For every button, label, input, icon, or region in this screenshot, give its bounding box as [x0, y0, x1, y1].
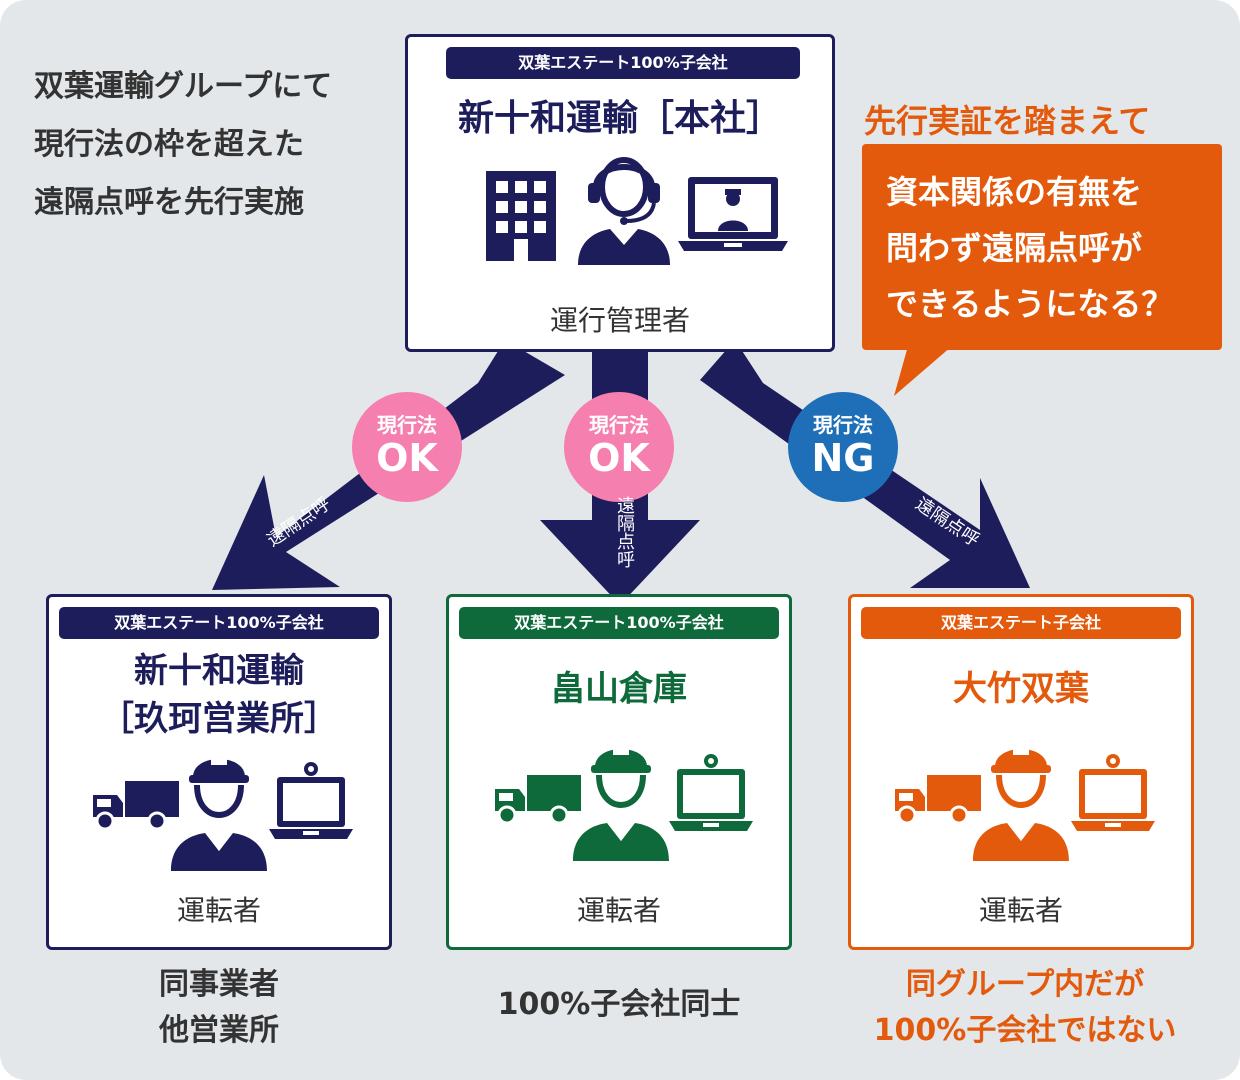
driver-icon: [171, 759, 267, 871]
hq-box: 双葉エステート100%子会社 新十和運輸［本社］: [405, 34, 835, 352]
hq-name: 新十和運輸［本社］: [457, 98, 782, 139]
branch-kuga-tag: 双葉エステート100%子会社: [59, 607, 379, 639]
hq-tag: 双葉エステート100%子会社: [446, 47, 800, 79]
driver-icon: [973, 749, 1069, 861]
arrow-center-label: 遠隔点呼: [614, 496, 635, 568]
branch-hatakeyama-name: 畠山倉庫: [551, 669, 687, 709]
intro-line-1: 双葉運輸グループにて: [34, 69, 333, 104]
caption-otake-line2: 100%子会社ではない: [873, 1013, 1177, 1048]
callout-line-3: できるようになる？: [886, 285, 1174, 323]
badge-center-ok: 現行法 OK: [564, 392, 674, 502]
intro-text: 双葉運輸グループにて 現行法の枠を超えた 遠隔点呼を先行実施: [34, 58, 332, 232]
caption-otake: 同グループ内だが 100%子会社ではない: [830, 962, 1220, 1054]
badge-right-label: 現行法: [813, 413, 873, 437]
callout-tail: [894, 346, 952, 396]
branch-box-kuga: 双葉エステート100%子会社 新十和運輸 ［玖珂営業所］: [46, 594, 392, 950]
intro-line-3: 遠隔点呼を先行実施: [34, 185, 304, 220]
badge-right-status: NG: [811, 436, 875, 480]
callout-heading: 先行実証を踏まえて: [864, 102, 1151, 140]
callout-line-2: 問わず遠隔点呼が: [886, 229, 1143, 267]
badge-left-ok: 現行法 OK: [352, 392, 462, 502]
truck-icon: [495, 775, 581, 825]
branch-otake-name: 大竹双葉: [953, 669, 1089, 709]
laptop-video-call-icon: [678, 177, 788, 251]
branch-box-hatakeyama: 双葉エステート100%子会社 畠山倉庫 運転者: [446, 594, 792, 950]
truck-icon: [93, 781, 179, 831]
branch-otake-role: 運転者: [978, 894, 1063, 927]
callout-line-1: 資本関係の有無を: [886, 173, 1143, 211]
driver-icon: [573, 749, 669, 861]
caption-hatakeyama: 100%子会社同士: [497, 987, 741, 1022]
branch-otake-tag: 双葉エステート子会社: [861, 607, 1181, 639]
badge-right-ng: 現行法 NG: [788, 392, 898, 502]
laptop-webcam-icon: [269, 762, 353, 839]
callout-bubble: 資本関係の有無を 問わず遠隔点呼が できるようになる？: [862, 144, 1222, 350]
caption-kuga-line2: 他営業所: [159, 1013, 279, 1048]
badge-left-status: OK: [376, 436, 438, 480]
hq-role: 運行管理者: [549, 304, 690, 337]
branch-hatakeyama-tag: 双葉エステート100%子会社: [459, 607, 779, 639]
branch-hatakeyama-role: 運転者: [576, 894, 661, 927]
caption-otake-line1: 同グループ内だが: [905, 967, 1145, 1002]
laptop-webcam-icon: [1071, 754, 1155, 831]
laptop-webcam-icon: [669, 754, 753, 831]
branch-kuga-name: 新十和運輸 ［玖珂営業所］: [49, 647, 389, 743]
truck-icon: [895, 775, 981, 825]
badge-left-label: 現行法: [377, 413, 437, 437]
badge-center-label: 現行法: [589, 413, 649, 437]
caption-kuga-line1: 同事業者: [159, 967, 279, 1002]
operator-headset-icon: [578, 157, 670, 265]
building-icon: [486, 171, 556, 261]
branch-box-otake: 双葉エステート子会社 大竹双葉 運転者: [848, 594, 1194, 950]
branch-kuga-name-line1: 新十和運輸: [134, 651, 304, 691]
branch-kuga-role: 運転者: [176, 894, 261, 927]
caption-kuga: 同事業者 他営業所: [46, 962, 392, 1054]
intro-line-2: 現行法の枠を超えた: [34, 127, 304, 162]
branch-kuga-name-line2: ［玖珂営業所］: [100, 699, 338, 739]
badge-center-status: OK: [588, 436, 650, 480]
